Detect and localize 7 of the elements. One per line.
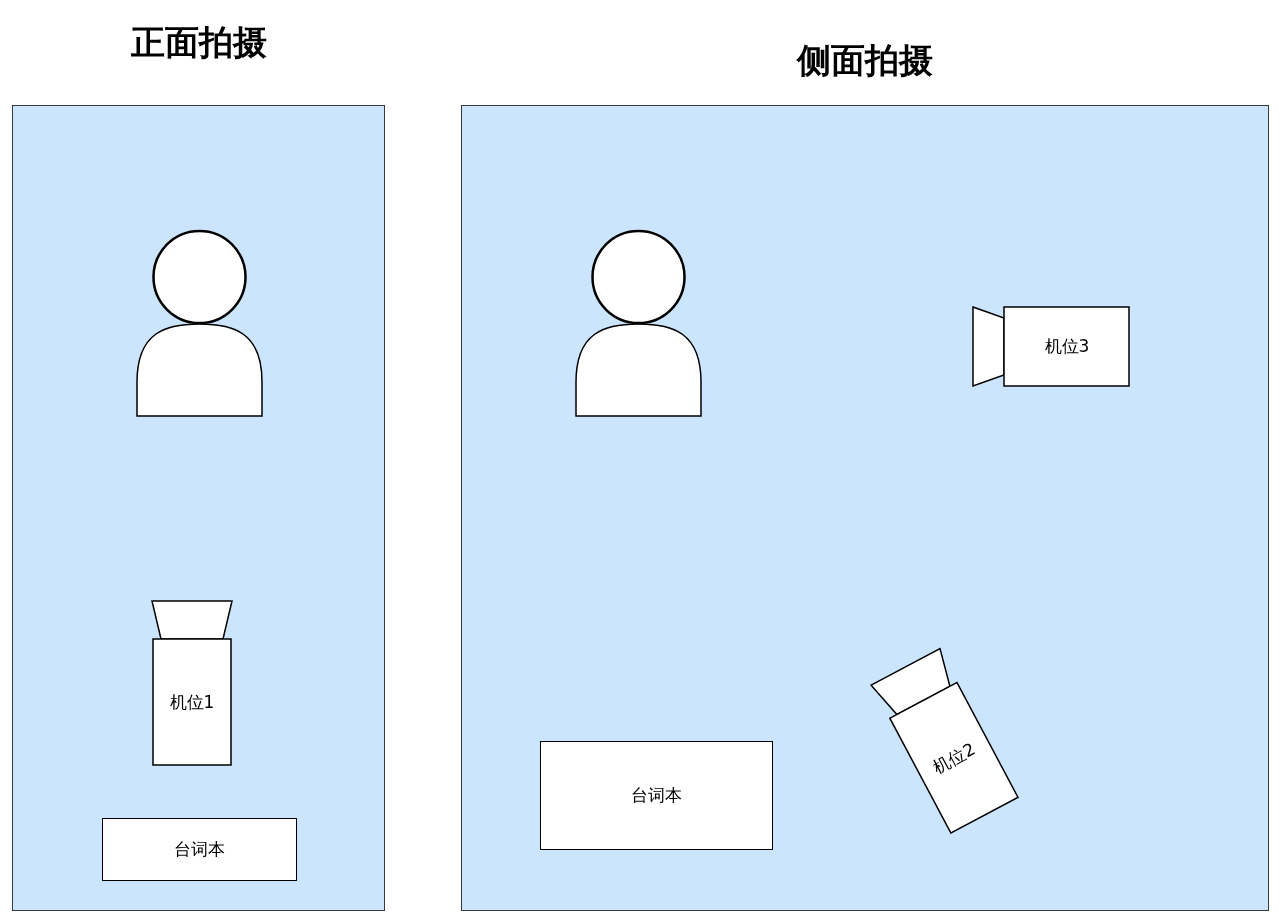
- camera-position-label: 机位2: [928, 737, 980, 779]
- script-board: 台词本: [102, 818, 297, 881]
- script-board: 台词本: [540, 741, 773, 850]
- camera-position-label: 机位1: [169, 691, 215, 714]
- section-heading: 侧面拍摄: [797, 40, 933, 80]
- section-heading: 正面拍摄: [130, 22, 267, 62]
- camera-position-label: 机位3: [1044, 335, 1090, 358]
